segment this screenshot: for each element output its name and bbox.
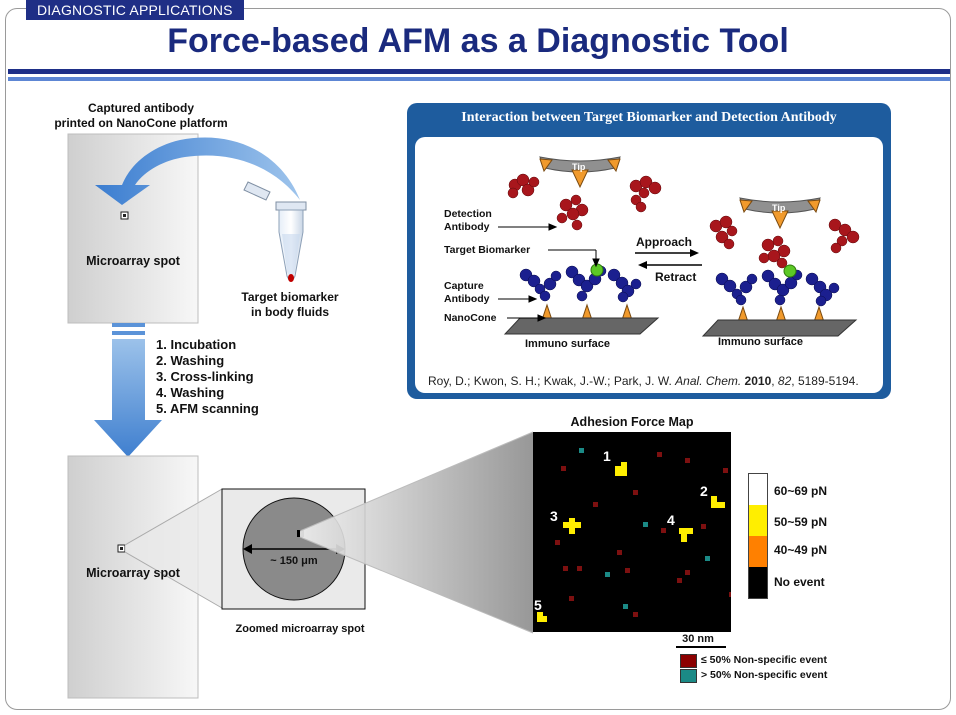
process-arrow <box>94 339 162 457</box>
legend-label-40-49: 40~49 pN <box>774 543 828 557</box>
step-3: 3. Cross-linking <box>156 369 254 384</box>
event-label-5: 5 <box>534 597 542 613</box>
event-4-mark <box>679 528 693 542</box>
title-rule-light <box>8 77 950 81</box>
event-3-mark <box>563 518 581 534</box>
approach-label: Approach <box>636 235 693 249</box>
tip-label-left: Tip <box>572 162 586 172</box>
page-title: Force-based AFM as a Diagnostic Tool <box>167 22 789 60</box>
microarray-spot-label-top: Microarray spot <box>86 254 180 268</box>
detection-antibodies-right <box>709 215 860 269</box>
scale-label: 30 nm <box>682 633 714 645</box>
microarray-spot-label-bottom: Microarray spot <box>86 566 180 580</box>
citation-authors: Roy, D.; Kwon, S. H.; Kwak, J.-W.; Park,… <box>428 374 676 388</box>
capture-antibodies-left <box>519 265 642 303</box>
immuno-surface-label-left: Immuno surface <box>525 338 610 350</box>
citation-pages: , 5189-5194. <box>791 374 859 388</box>
event-5-mark <box>537 612 547 622</box>
nonspecific-swatch-high <box>680 669 697 683</box>
immuno-surface-right <box>701 319 858 337</box>
afm-tip-right <box>739 197 821 230</box>
event-label-2: 2 <box>700 483 708 499</box>
test-tube-icon <box>243 181 307 282</box>
nonspecific-label-high: > 50% Non-specific event <box>701 669 828 681</box>
legend-label-50-59: 50~59 pN <box>774 515 828 529</box>
citation-journal: Anal. Chem. <box>675 374 742 388</box>
legend-label-no-event: No event <box>774 575 825 589</box>
event-2-mark <box>711 496 725 508</box>
event-label-3: 3 <box>550 508 558 524</box>
nanocone-label: NanoCone <box>444 312 497 324</box>
zoomed-spot-label: Zoomed microarray spot <box>235 623 365 635</box>
immuno-surface-label-right: Immuno surface <box>718 336 803 348</box>
scale-bar <box>676 646 726 648</box>
captured-antibody-label: Captured antibody printed on NanoCone pl… <box>54 101 228 130</box>
step-2: 2. Washing <box>156 353 225 368</box>
target-biomarker-dot-left <box>590 263 604 277</box>
target-biomarker-label: Target biomarker in body fluids <box>241 290 339 319</box>
event-label-1: 1 <box>603 448 611 464</box>
retract-label: Retract <box>655 270 697 284</box>
target-biomarker-label-panel: Target Biomarker <box>444 244 531 256</box>
title-rule-dark <box>8 69 950 74</box>
citation-volume: 82 <box>777 374 792 388</box>
approach-retract-arrows <box>635 249 702 269</box>
step-5: 5. AFM scanning <box>156 401 259 416</box>
legend-swatch-60-69 <box>749 474 767 505</box>
immuno-surface-left <box>503 317 660 335</box>
adhesion-force-map <box>533 432 731 632</box>
legend-swatch-40-49 <box>749 536 767 567</box>
event-label-4: 4 <box>667 512 675 528</box>
diameter-label: ~ 150 μm <box>270 555 318 567</box>
target-biomarker-dot-right <box>783 264 797 278</box>
legend-label-60-69: 60~69 pN <box>774 484 828 498</box>
legend-swatch-50-59 <box>749 505 767 536</box>
slide-frame <box>5 8 951 710</box>
afm-tip-left <box>539 156 621 189</box>
event-1-mark <box>615 462 627 476</box>
legend-swatch-no-event <box>749 567 767 598</box>
capture-antibody-label: Capture Antibody <box>444 280 490 305</box>
capture-antibodies-right <box>715 269 840 307</box>
map-title: Adhesion Force Map <box>570 415 694 429</box>
nonspecific-swatch-low <box>680 654 697 668</box>
tip-label-right: Tip <box>772 203 786 213</box>
process-steps: 1. Incubation 2. Washing 3. Cross-linkin… <box>156 337 259 417</box>
section-tag: DIAGNOSTIC APPLICATIONS <box>26 0 244 20</box>
step-1: 1. Incubation <box>156 337 237 352</box>
detection-antibody-label: Detection Antibody <box>444 208 492 233</box>
step-4: 4. Washing <box>156 385 225 400</box>
citation-year: 2010 <box>744 374 772 388</box>
citation: Roy, D.; Kwon, S. H.; Kwak, J.-W.; Park,… <box>428 374 859 388</box>
panel-title: Interaction between Target Biomarker and… <box>461 110 837 125</box>
force-legend <box>748 473 768 599</box>
nonspecific-label-low: ≤ 50% Non-specific event <box>701 654 827 666</box>
curved-arrow <box>95 137 300 205</box>
detection-antibodies-left <box>507 173 662 231</box>
